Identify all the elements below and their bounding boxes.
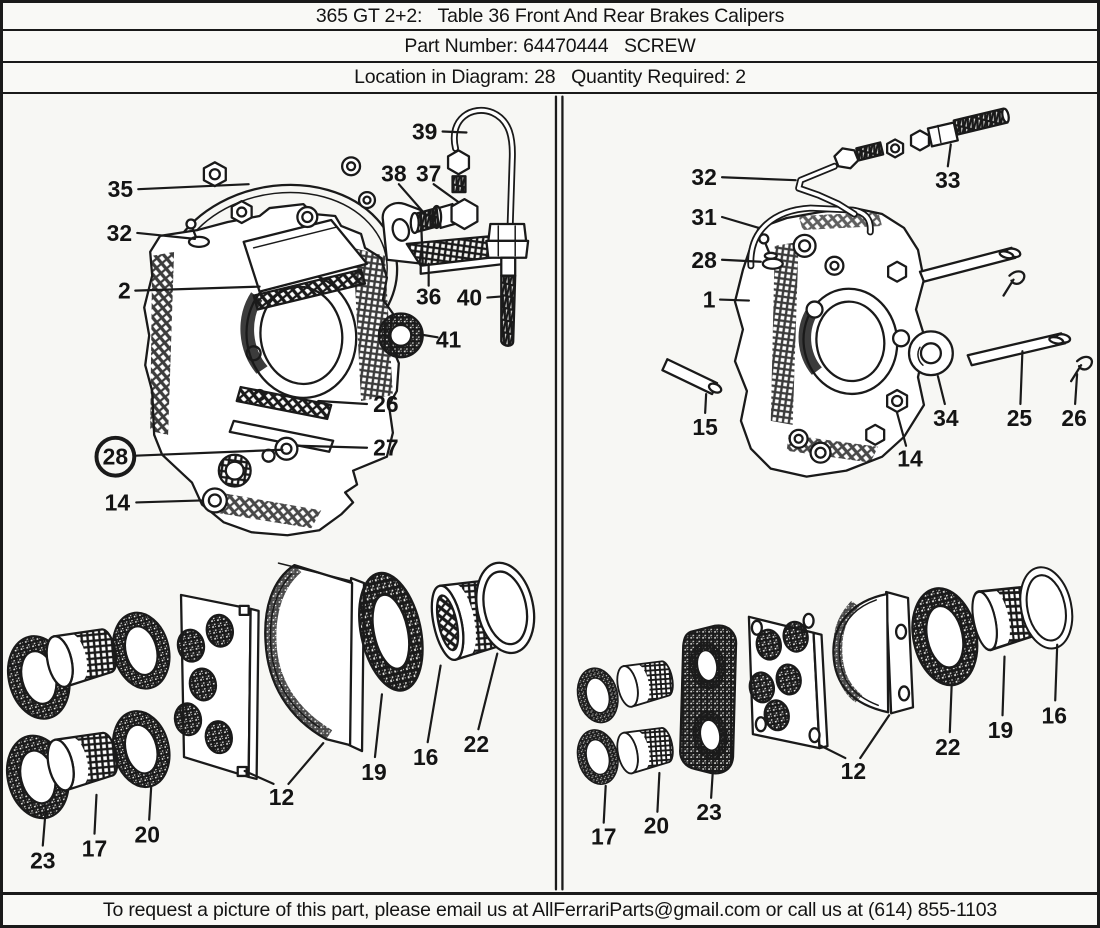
callout-23: 23: [696, 799, 721, 825]
callout-22: 22: [935, 734, 960, 760]
leader-line-16: [426, 664, 442, 744]
callout-31: 31: [691, 204, 717, 230]
front-caliper-parts-row: [3, 556, 544, 826]
leader-line-17: [93, 793, 98, 835]
leader-line-2: [134, 285, 261, 292]
leader-line-22: [948, 680, 953, 734]
callout-39: 39: [412, 118, 437, 144]
callout-28: 28: [691, 247, 717, 273]
leader-line-32: [136, 231, 197, 240]
callout-17: 17: [591, 824, 616, 850]
leader-line-19: [1001, 655, 1006, 717]
leader-line-20: [656, 771, 661, 813]
leader-line-1: [718, 298, 751, 302]
leader-line-26: [1074, 373, 1079, 406]
header-location-quantity: Location in Diagram: 28 Quantity Require…: [3, 63, 1097, 94]
callout-23: 23: [30, 847, 55, 873]
highlight-circle: [94, 435, 137, 478]
leader-line-27: [297, 444, 369, 449]
rear-caliper-parts-row: [571, 561, 1081, 790]
callout-41: 41: [436, 326, 462, 352]
callout-40: 40: [457, 285, 482, 311]
callout-12: 12: [841, 758, 866, 784]
callout-12: 12: [269, 784, 294, 810]
callout-15: 15: [692, 414, 718, 440]
callout-26: 26: [373, 391, 398, 417]
header-model-title: 365 GT 2+2: Table 36 Front And Rear Brak…: [3, 3, 1097, 31]
leader-line-23: [41, 807, 47, 847]
leader-line-12: [243, 769, 275, 785]
leader-line-19: [373, 693, 384, 759]
callout-16: 16: [1042, 702, 1067, 728]
callout-27: 27: [373, 435, 398, 461]
leader-line-37: [432, 183, 460, 204]
leader-line-22: [477, 652, 499, 731]
leader-line-31: [720, 215, 760, 230]
leader-line-17: [602, 784, 607, 824]
panel-divider-line: [554, 95, 564, 891]
callout-37: 37: [416, 160, 441, 186]
rear-caliper-illustration: [661, 107, 1094, 478]
leader-line-14: [135, 499, 204, 504]
leader-line-12: [287, 742, 325, 785]
callout-14: 14: [897, 446, 923, 472]
callout-32: 32: [691, 164, 716, 190]
callout-20: 20: [134, 822, 159, 848]
callout-17: 17: [82, 836, 107, 862]
leader-line-38: [397, 183, 428, 218]
front-caliper-illustration: [143, 106, 530, 537]
callout-19: 19: [361, 759, 386, 785]
leader-line-16: [1054, 643, 1059, 702]
callout-34: 34: [933, 405, 959, 431]
callout-28: 28: [103, 444, 129, 470]
leader-line-12: [818, 744, 847, 760]
leader-line-40: [486, 295, 502, 299]
leader-line-15: [704, 392, 708, 415]
callout-22: 22: [464, 731, 489, 757]
header-part-number: Part Number: 64470444 SCREW: [3, 31, 1097, 63]
callout-20: 20: [644, 813, 669, 839]
leader-line-34: [936, 375, 946, 406]
leader-line-14: [896, 411, 908, 447]
callout-14: 14: [105, 489, 131, 515]
leader-line-28: [720, 258, 762, 263]
leader-line-26: [317, 399, 369, 406]
callout-38: 38: [381, 160, 407, 186]
callout-35: 35: [108, 176, 134, 202]
leader-line-20: [148, 785, 153, 821]
callout-1: 1: [703, 287, 716, 313]
callout-16: 16: [413, 744, 438, 770]
leader-line-23: [710, 765, 715, 799]
leader-line-25: [1019, 350, 1024, 406]
leader-line-41: [418, 333, 439, 339]
callout-2: 2: [118, 278, 131, 304]
callout-19: 19: [988, 717, 1013, 743]
leader-line-32: [720, 176, 797, 182]
leader-line-28: [134, 448, 284, 457]
leader-line-12: [859, 714, 891, 760]
leader-line-39: [441, 130, 468, 134]
callout-26: 26: [1061, 405, 1086, 431]
callout-25: 25: [1007, 405, 1033, 431]
callout-33: 33: [935, 167, 960, 193]
leader-line-35: [137, 183, 250, 191]
callout-36: 36: [416, 284, 441, 310]
footer-contact-note: To request a picture of this part, pleas…: [3, 895, 1097, 925]
leader-line-33: [946, 143, 952, 168]
callout-32: 32: [107, 220, 132, 246]
